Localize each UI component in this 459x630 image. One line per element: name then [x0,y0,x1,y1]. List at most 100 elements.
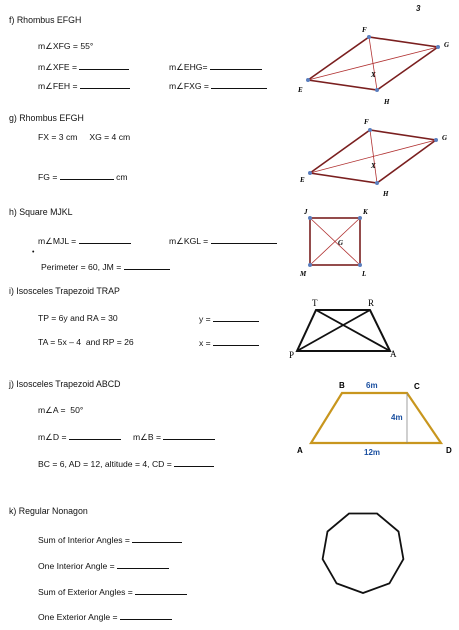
intersection-label-x: X [370,162,376,170]
vertex-point [308,263,312,267]
problem-i-q2-label: x = [199,338,211,348]
answer-blank[interactable] [135,587,188,595]
problem-i-q1: y = [199,314,260,324]
answer-blank[interactable] [210,236,277,244]
vertex-point [375,181,379,185]
unit-label: cm [116,172,128,182]
answer-blank[interactable] [213,314,260,322]
problem-f-q2-label: m∠EHG= [169,62,208,72]
problem-h-q2-label: m∠KGL = [169,236,209,246]
problem-f-q1: m∠XFE = [38,62,130,72]
vertex-label-d: D [446,446,452,455]
problem-k-q3: Sum of Exterior Angles = [38,587,188,597]
vertex-label-r: R [368,298,374,308]
problem-h-q2: m∠KGL = [169,236,277,246]
problem-j-q3: BC = 6, AD = 12, altitude = 4, CD = [38,459,215,469]
trapezoid-figure-j: B C D A 6m 4m 12m [297,381,452,457]
problem-k-q2-label: One Interior Angle = [38,561,115,571]
answer-blank[interactable] [79,81,130,89]
problem-j-q1-label: m∠D = [38,432,67,442]
vertex-label-p: P [289,350,294,360]
answer-blank[interactable] [119,612,172,620]
vertex-label-f: F [362,26,367,34]
page-number: 3 [416,4,421,13]
problem-g-q1-label: FG = [38,172,58,182]
vertex-point [368,128,372,132]
problem-f-q4: m∠FXG = [169,81,268,91]
bullet-dot: • [32,249,35,256]
problem-i-given2: TA = 5x – 4 and RP = 26 [38,337,134,347]
problem-k-title: k) Regular Nonagon [9,506,88,516]
answer-blank[interactable] [213,338,260,346]
problem-j-q3-label: BC = 6, AD = 12, altitude = 4, CD = [38,459,172,469]
trapezoid-figure-i: T R A P [289,298,397,360]
vertex-label-c: C [414,382,420,391]
diagonal-fh [369,129,378,184]
problem-f-q1-label: m∠XFE = [38,62,77,72]
problem-h-q1-label: m∠MJL = [38,236,77,246]
answer-blank[interactable] [163,432,216,440]
vertex-label-l: L [361,270,366,278]
diagonal-ta [315,309,391,352]
vertex-label-g: G [444,41,449,49]
vertex-label-k: K [362,208,369,216]
answer-blank[interactable] [59,172,114,180]
problem-h-title: h) Square MJKL [9,207,73,217]
problem-k-q1: Sum of Interior Angles = [38,535,183,545]
vertex-label-j: J [303,208,308,216]
answer-blank[interactable] [117,561,170,569]
rhombus-figure-g: E F G H X [299,118,447,198]
problem-j-q2-label: m∠B = [133,432,162,442]
problem-h-q1: m∠MJL = [38,236,131,246]
vertex-label-a: A [297,446,303,455]
vertex-label-t: T [312,298,318,308]
problem-k-q4: One Exterior Angle = [38,612,172,622]
problem-j-title: j) Isosceles Trapezoid ABCD [9,379,121,389]
vertex-point [436,45,440,49]
diagonal-rp [296,309,371,352]
problem-k-q2: One Interior Angle = [38,561,170,571]
problem-f-q4-label: m∠FXG = [169,81,209,91]
intersection-label-x: X [370,71,376,79]
vertex-label-b: B [339,381,345,390]
problem-i-given1: TP = 6y and RA = 30 [38,313,118,323]
vertex-label-h: H [383,98,390,106]
nonagon-figure-k [321,512,405,594]
problem-f-q3: m∠FEH = [38,81,130,91]
altitude-label: 4m [391,413,403,422]
problem-i-q2: x = [199,338,260,348]
vertex-point [308,216,312,220]
problem-f-q3-label: m∠FEH = [38,81,78,91]
vertex-label-h: H [382,190,389,198]
vertex-label-f: F [364,118,369,126]
vertex-label-e: E [297,86,303,94]
problem-i-q1-label: y = [199,314,211,324]
vertex-point [367,35,371,39]
answer-blank[interactable] [68,432,121,440]
problem-k-q1-label: Sum of Interior Angles = [38,535,130,545]
bottom-base-label: 12m [364,448,380,457]
top-base-label: 6m [366,381,378,390]
vertex-point [434,138,438,142]
diagonal-km [309,217,361,266]
vertex-point [358,216,362,220]
vertex-point [308,171,312,175]
answer-blank[interactable] [209,62,262,70]
answer-blank[interactable] [211,81,268,89]
answer-blank[interactable] [123,262,170,270]
vertex-point [358,263,362,267]
diagonal-fh [368,36,378,91]
problem-i-title: i) Isosceles Trapezoid TRAP [9,286,120,296]
vertex-label-a: A [390,349,397,359]
problem-f-q2: m∠EHG= [169,62,262,72]
answer-blank[interactable] [132,535,183,543]
vertex-label-e: E [299,176,305,184]
answer-blank[interactable] [78,236,131,244]
answer-blank[interactable] [79,62,130,70]
problem-h-q3: Perimeter = 60, JM = [41,262,170,272]
answer-blank[interactable] [174,459,215,467]
problem-j-q1: m∠D = [38,432,121,442]
problem-g-given: FX = 3 cm XG = 4 cm [38,132,131,142]
square-figure-h: J K L M G [299,208,369,278]
problem-f-given: m∠XFG = 55° [38,41,94,51]
